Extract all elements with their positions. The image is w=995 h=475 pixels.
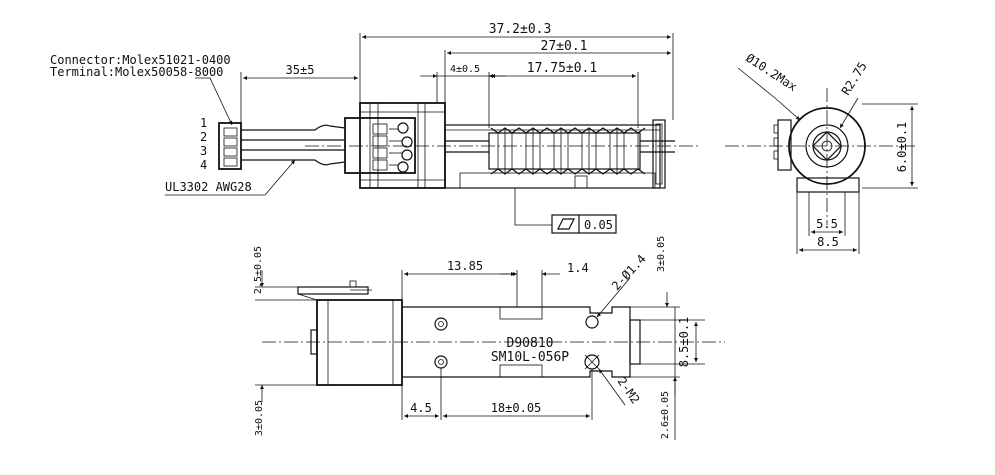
side-view: 37.2±0.3 27±0.1 4±0.5 17.75±0.1 35±5 Con… bbox=[50, 22, 700, 234]
pin-4: 4 bbox=[200, 158, 207, 172]
end-view-base bbox=[796, 177, 860, 193]
flatness-value: 0.05 bbox=[584, 218, 613, 232]
pin-2: 2 bbox=[200, 130, 207, 144]
frame-bracket-side bbox=[444, 119, 666, 189]
dim-holes: 2-Ø1.4 bbox=[609, 252, 649, 293]
dim-diameter: Ø10.2Max bbox=[743, 51, 799, 94]
dim-screws: 2-M2 bbox=[615, 375, 643, 407]
dim-lead: 35±5 bbox=[286, 63, 315, 77]
diameter-leader bbox=[737, 67, 801, 121]
wire-callout: UL3302 AWG28 bbox=[165, 180, 252, 194]
terminal-board bbox=[344, 117, 416, 174]
end-view-body bbox=[788, 107, 866, 185]
flatness-leader bbox=[514, 188, 552, 226]
terminal-callout: Terminal:Molex50058-8000 bbox=[50, 65, 223, 79]
dim-slot: 1.4 bbox=[567, 261, 589, 275]
dim-bottom-left: 4.5 bbox=[410, 401, 432, 415]
top-view: D90810 SM10L-056P 13.85 1.4 2-Ø1.4 3±0.0… bbox=[253, 236, 725, 440]
wire-bundle bbox=[241, 124, 346, 166]
dim-top-height: 8.5±0.1 bbox=[677, 317, 691, 368]
wire-leader bbox=[165, 159, 296, 196]
connector-housing bbox=[218, 122, 242, 170]
dim-screw: 17.75±0.1 bbox=[527, 61, 597, 76]
end-view: Ø10.2Max R2.75 6.0±0.1 5.5 8.5 bbox=[725, 51, 918, 254]
radius-leader bbox=[839, 97, 859, 129]
pin-3: 3 bbox=[200, 144, 207, 158]
pin-1: 1 bbox=[200, 116, 207, 130]
dim-left-lower: 3±0.05 bbox=[254, 400, 265, 436]
connector-leader bbox=[195, 77, 233, 126]
dim-base-outer: 8.5 bbox=[817, 235, 839, 249]
dim-hole-edge: 3±0.05 bbox=[656, 236, 667, 272]
dim-shaft-offset: 4±0.5 bbox=[450, 64, 480, 75]
connector-callout: Connector:Molex51021-0400 bbox=[50, 53, 231, 67]
motor-body-top bbox=[316, 299, 403, 386]
dim-bottom-span: 18±0.05 bbox=[491, 401, 542, 415]
dim-top-offset: 2.6±0.05 bbox=[660, 391, 671, 439]
flatness-frame: 0.05 bbox=[551, 214, 617, 234]
dim-left-upper: 2.5±0.05 bbox=[253, 246, 264, 294]
flatness-icon bbox=[557, 218, 575, 230]
model-line-2: SM10L-056P bbox=[491, 350, 569, 365]
dim-top-width: 13.85 bbox=[447, 259, 483, 273]
dim-height: 6.0±0.1 bbox=[895, 122, 909, 173]
model-line-1: D90810 bbox=[507, 336, 554, 351]
dim-radius: R2.75 bbox=[839, 60, 870, 98]
fpc-tab bbox=[297, 286, 369, 295]
dim-overall: 37.2±0.3 bbox=[489, 22, 552, 37]
dim-base-inner: 5.5 bbox=[816, 217, 838, 231]
lead-screw-threads bbox=[488, 127, 646, 175]
dim-body: 27±0.1 bbox=[541, 39, 588, 54]
